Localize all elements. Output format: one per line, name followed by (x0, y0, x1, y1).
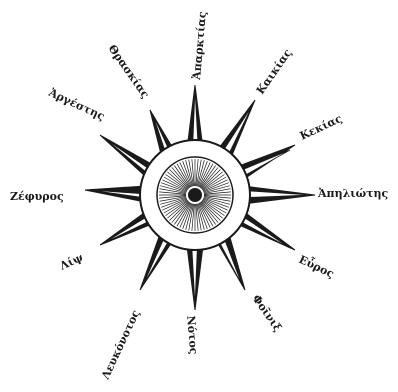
wind-label-north-northeast: Καικίας (254, 46, 295, 96)
wind-label-west: Ζέφυρος (10, 190, 64, 203)
wind-label-southwest: Λευκόνοτος (99, 308, 143, 383)
wind-label-northeast: Κεκίας (298, 112, 345, 143)
wind-label-south-southeast: Φοῖνιξ (250, 292, 285, 334)
wind-label-southeast: Εὖρος (297, 252, 337, 281)
center-boss (188, 188, 202, 202)
wind-label-north-northwest: Θρασκίας (106, 42, 153, 101)
wind-label-south: Νότος (184, 315, 200, 355)
wind-label-west-southwest: Λίψ (57, 251, 85, 273)
wind-label-east: Ἀπηλιώτης (317, 187, 388, 200)
wind-label-northwest: Ἀργέστης (46, 86, 107, 124)
wind-label-north: Ἀπαρκτίας (190, 11, 209, 82)
